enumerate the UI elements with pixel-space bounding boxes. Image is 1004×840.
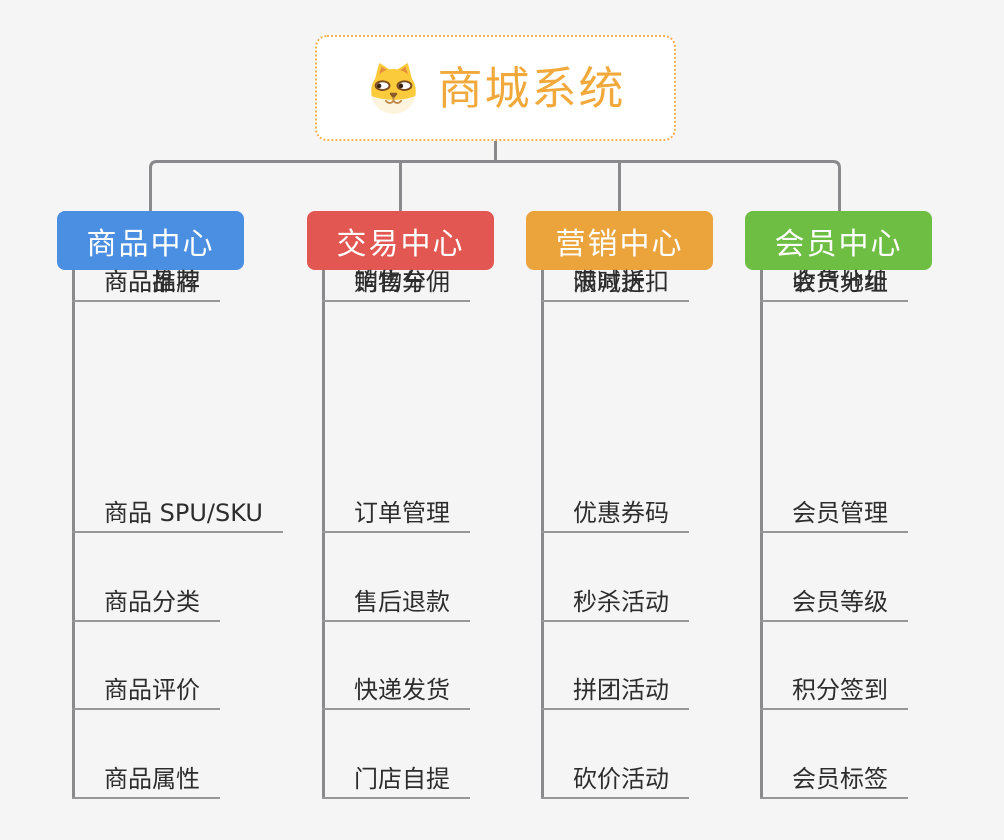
leaf-topic[interactable]: 砍价活动: [541, 767, 689, 799]
shiba-dog-icon: [371, 62, 417, 114]
leaf-topic[interactable]: 优惠券码: [541, 501, 689, 533]
root-node[interactable]: 商城系统: [315, 35, 676, 141]
leaf-topic[interactable]: 拼团活动: [541, 678, 689, 710]
leaf-topic[interactable]: 会员等级: [760, 590, 908, 622]
branch-trade-center: 交易中心 订单管理 售后退款 快递发货 门店自提 购物车 销售分佣: [307, 211, 494, 799]
leaf-topic[interactable]: 会员标签: [760, 767, 908, 799]
branch-product-center: 商品中心 商品 SPU/SKU 商品分类 商品评价 商品属性 商品推荐 商品品牌: [57, 211, 283, 799]
leaf-topic[interactable]: 快递发货: [322, 678, 470, 710]
leaf-topic[interactable]: 订单管理: [322, 501, 470, 533]
branch-connector-line: [760, 270, 763, 799]
branch-header-trade-center[interactable]: 交易中心: [307, 211, 494, 270]
leaf-topic[interactable]: 满减送: [541, 270, 665, 302]
branch-connector-line: [322, 270, 325, 799]
leaf-topic[interactable]: 商品品牌: [72, 270, 220, 302]
root-title: 商城系统: [437, 61, 626, 115]
branch-connector-line: [541, 270, 544, 799]
branch-marketing-center: 营销中心 优惠券码 秒杀活动 拼团活动 砍价活动 限时折扣 满减送: [526, 211, 713, 799]
leaf-topic[interactable]: 秒杀活动: [541, 590, 689, 622]
leaf-topic[interactable]: 销售分佣: [322, 270, 470, 302]
branch-connector-line: [72, 270, 75, 799]
branch-header-marketing-center[interactable]: 营销中心: [526, 211, 713, 270]
leaf-topic[interactable]: 会员管理: [760, 501, 908, 533]
leaf-topic[interactable]: 门店自提: [322, 767, 470, 799]
branch-member-center: 会员中心 会员管理 会员等级 积分签到 会员标签 会员分组 收货地址: [745, 211, 932, 799]
leaf-topic[interactable]: 商品评价: [72, 678, 220, 710]
branch-header-member-center[interactable]: 会员中心: [745, 211, 932, 270]
branch-header-product-center[interactable]: 商品中心: [57, 211, 244, 270]
leaf-topic[interactable]: 商品分类: [72, 590, 220, 622]
leaf-topic[interactable]: 售后退款: [322, 590, 470, 622]
leaf-topic[interactable]: 限时折扣: [541, 270, 689, 302]
leaf-topic[interactable]: 积分签到: [760, 678, 908, 710]
leaf-topic[interactable]: 商品 SPU/SKU: [72, 501, 283, 533]
leaf-topic[interactable]: 商品属性: [72, 767, 220, 799]
leaf-topic[interactable]: 收货地址: [760, 270, 908, 302]
